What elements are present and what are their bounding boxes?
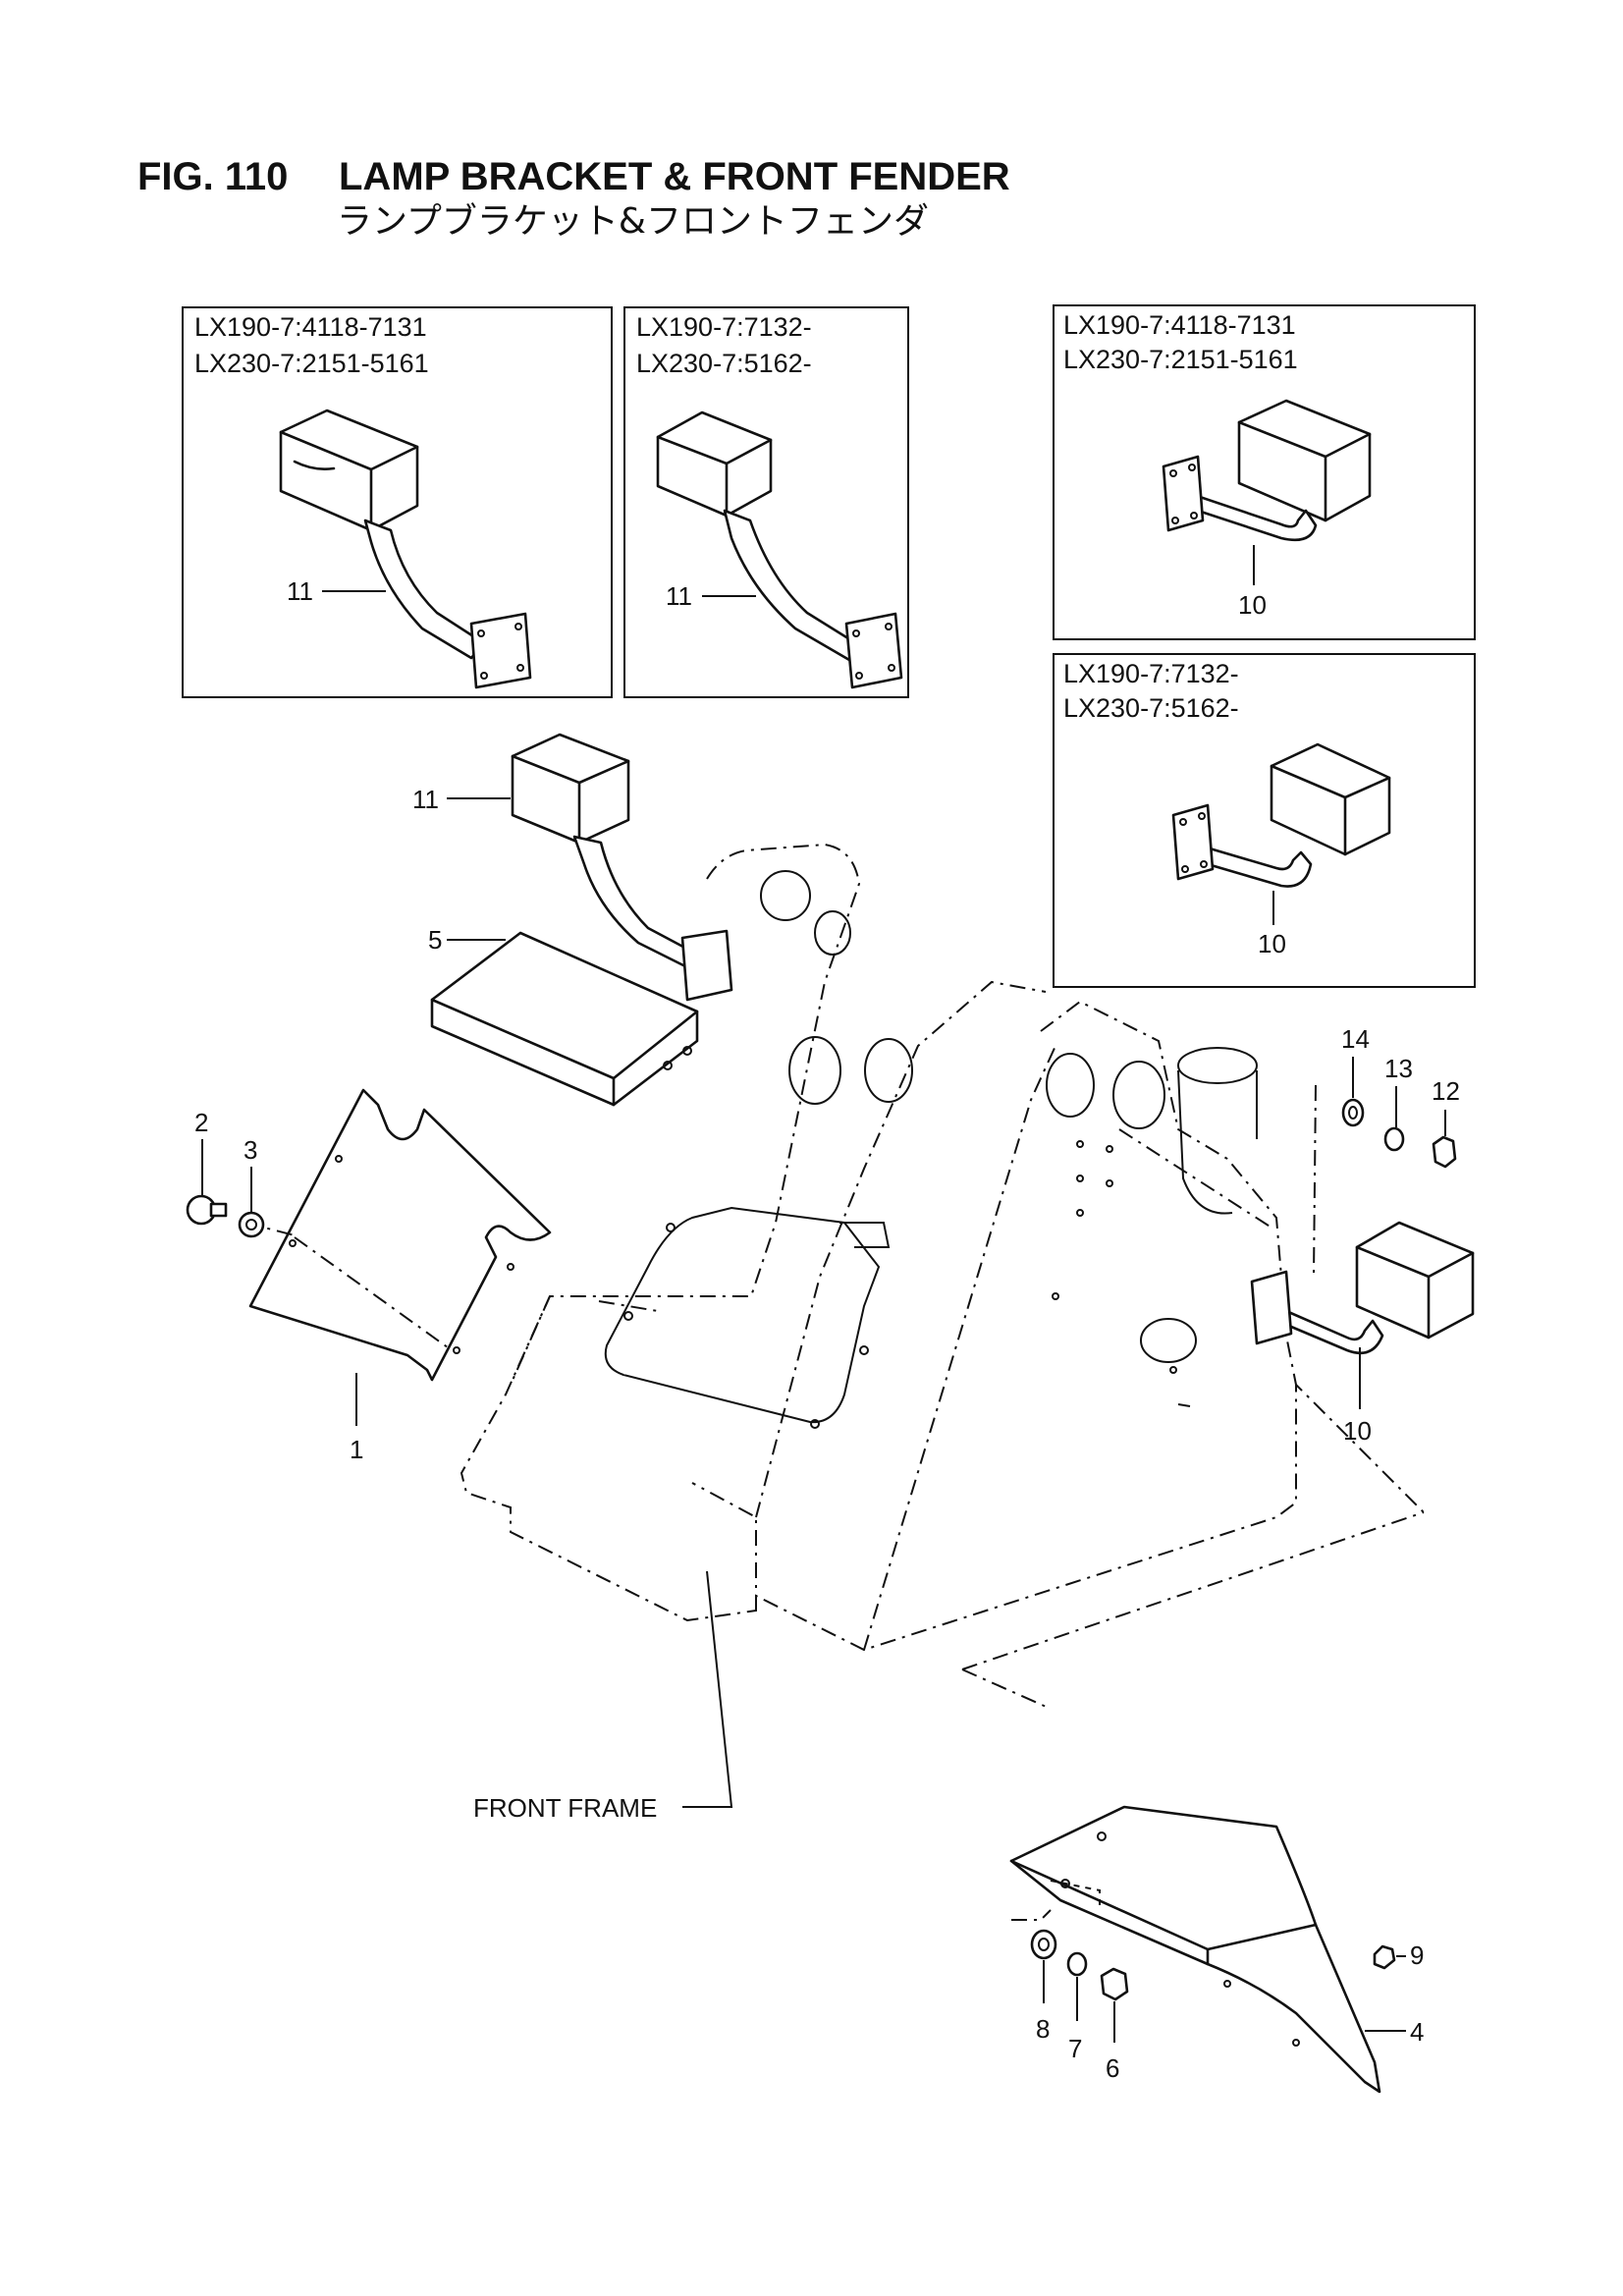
figure-subtitle-jp: ランプブラケット&フロントフェンダ (337, 201, 929, 242)
lamp-bracket-right-new-drawing (1171, 742, 1391, 888)
callout-6: 6 (1106, 2053, 1119, 2083)
callout-9: 9 (1410, 1941, 1424, 1970)
callout-13: 13 (1384, 1054, 1413, 1083)
inset-3-line-1: LX190-7:4118-7131 (1063, 310, 1296, 340)
callouts: 11 5 2 3 1 14 13 12 10 FRONT FRAME 9 4 8… (194, 785, 1460, 2083)
callout-10-inset-4: 10 (1258, 929, 1286, 958)
nut-6-drawing (1100, 1967, 1129, 2001)
fender-plate-5-drawing (430, 931, 699, 1107)
lamp-bracket-right-drawing (1162, 399, 1372, 542)
callout-11-inset-1: 11 (287, 576, 313, 606)
callout-10-inset-3: 10 (1238, 590, 1267, 620)
callout-14: 14 (1341, 1024, 1370, 1054)
callout-1: 1 (350, 1435, 363, 1464)
nut-12-drawing (1432, 1135, 1457, 1169)
front-fender-4-drawing (1009, 1805, 1381, 2094)
bolt-9-drawing (1373, 1944, 1396, 1970)
inset-box-4: LX190-7:7132- LX230-7:5162- 10 (1053, 653, 1476, 988)
bolt-2-drawing (186, 1194, 228, 1226)
callout-7: 7 (1068, 2034, 1082, 2063)
inset-3-line-2: LX230-7:2151-5161 (1063, 345, 1298, 374)
inset-2-line-1: LX190-7:7132- (636, 312, 812, 342)
callout-5: 5 (428, 925, 442, 955)
callout-12: 12 (1432, 1076, 1460, 1106)
callout-8: 8 (1036, 2014, 1050, 2044)
callout-2: 2 (194, 1108, 208, 1137)
inset-box-2: LX190-7:7132- LX230-7:5162- 11 (623, 306, 909, 698)
washer-3-drawing (238, 1211, 265, 1238)
callout-11-inset-2: 11 (666, 581, 692, 611)
cover-plate-1-drawing (244, 1088, 552, 1382)
washer-8-drawing (1030, 1929, 1057, 1960)
figure-number: FIG. 110 (137, 155, 288, 198)
spring-washer-13-drawing (1383, 1126, 1405, 1152)
figure-name: LAMP BRACKET & FRONT FENDER (339, 155, 1010, 198)
callout-10-main: 10 (1343, 1416, 1372, 1446)
callout-3: 3 (243, 1135, 257, 1165)
figure-title: FIG. 110 LAMP BRACKET & FRONT FENDER ランプ… (137, 155, 1010, 242)
lamp-bracket-left-new-drawing (656, 410, 903, 689)
lamp-bracket-11-main-drawing (511, 733, 733, 1002)
front-frame-label: FRONT FRAME (473, 1793, 657, 1823)
spring-washer-7-drawing (1066, 1951, 1088, 1977)
inset-1-line-2: LX230-7:2151-5161 (194, 349, 429, 378)
inset-box-1: LX190-7:4118-7131 LX230-7:2151-5161 11 (182, 306, 613, 698)
inset-box-3: LX190-7:4118-7131 LX230-7:2151-5161 10 (1053, 304, 1476, 640)
inset-2-line-2: LX230-7:5162- (636, 349, 812, 378)
washer-14-drawing (1341, 1098, 1365, 1127)
inset-4-line-1: LX190-7:7132- (1063, 659, 1239, 688)
lamp-bracket-10-main-drawing (1250, 1221, 1475, 1355)
callout-4: 4 (1410, 2017, 1424, 2047)
inset-1-line-1: LX190-7:4118-7131 (194, 312, 427, 342)
inset-4-line-2: LX230-7:5162- (1063, 693, 1239, 723)
lamp-bracket-left-drawing (279, 409, 532, 689)
callout-11: 11 (412, 785, 439, 814)
